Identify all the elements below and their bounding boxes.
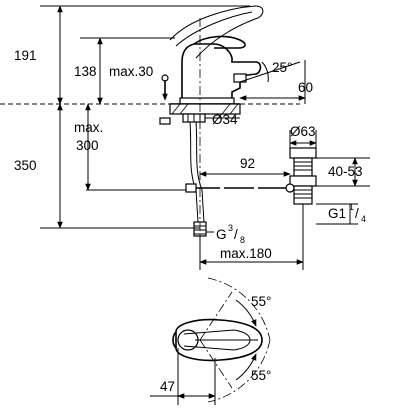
dim-40-53: 40-53 (328, 164, 363, 179)
dim-25deg: 25° (272, 60, 292, 75)
dim-diameter-34: Ø34 (212, 112, 238, 127)
faucet-base (179, 97, 235, 105)
angle-arrow-top (235, 299, 257, 327)
dim-thread-g3-8: G 3 / 8 (216, 223, 245, 245)
swing-arc-top (207, 277, 271, 341)
waste-drain (285, 147, 317, 225)
dim-thread-g1-1-4: G1 1 / 4 (328, 202, 366, 224)
countertop (0, 103, 300, 115)
dim-60: 60 (298, 80, 313, 95)
swing-line-top (199, 291, 233, 341)
swing-line-bottom (199, 339, 233, 389)
faucet-body (181, 43, 262, 101)
svg-text:8: 8 (240, 235, 245, 245)
dim-191: 191 (14, 48, 37, 63)
mounting-shank (159, 113, 207, 237)
dim-350: 350 (14, 158, 37, 173)
dim-max-word: max. (74, 120, 103, 135)
lever-raised-outline (169, 5, 264, 59)
angle-25-ref-line (239, 61, 301, 83)
swing-arc-bottom (207, 339, 271, 403)
dim-55deg-bottom: 55° (251, 368, 271, 383)
faucet-side-view (161, 5, 264, 105)
dim-138: 138 (74, 64, 97, 79)
svg-text:/: / (234, 227, 238, 242)
dim-92: 92 (240, 156, 255, 171)
svg-text:4: 4 (361, 214, 366, 224)
popup-linkage (185, 183, 294, 193)
lever-closed (193, 35, 246, 49)
dim-47: 47 (160, 379, 175, 394)
angle-25-arc (261, 61, 269, 83)
dim-300: 300 (76, 138, 99, 153)
svg-text:1: 1 (349, 202, 354, 212)
svg-text:/: / (355, 206, 359, 221)
svg-text:3: 3 (228, 223, 233, 233)
dim-55deg-top: 55° (251, 294, 271, 309)
svg-text:G1: G1 (328, 206, 346, 221)
svg-text:G: G (216, 227, 227, 242)
faucet-top-view (172, 318, 263, 362)
dim-diameter-63: Ø63 (290, 124, 316, 139)
dim-max180: max.180 (220, 246, 272, 261)
angle-arrow-bottom (235, 353, 257, 381)
dim-max30: max.30 (109, 64, 153, 79)
lever-raised-inner (175, 11, 253, 47)
